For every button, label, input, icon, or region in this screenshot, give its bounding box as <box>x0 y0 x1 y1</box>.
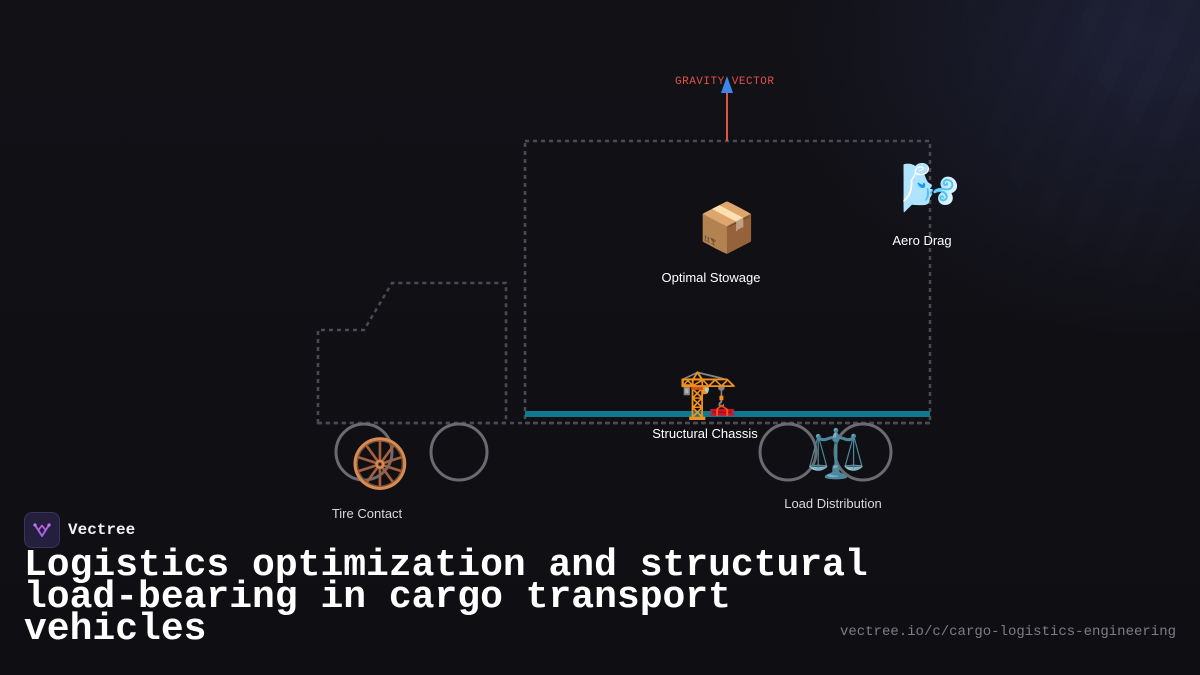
truck-cab-outline <box>316 281 508 425</box>
wheel-rear-2 <box>833 422 893 482</box>
package-icon: 📦 <box>697 200 757 256</box>
crane-icon: 🏗️ <box>678 366 738 422</box>
tire-contact-label: Tire Contact <box>331 506 403 521</box>
wind-icon: 🌬️ <box>900 160 960 216</box>
brand-name: Vectree <box>68 521 136 539</box>
vectree-logo-icon <box>24 512 60 548</box>
balance-scale-icon: ⚖️ <box>806 426 866 482</box>
wheel-front-1 <box>334 422 394 482</box>
background-rays <box>780 0 1200 520</box>
gravity-vector-label: GRAVITY VECTOR <box>675 76 775 88</box>
brand[interactable]: Vectree <box>24 512 135 548</box>
tire-icon: 🛞 <box>350 436 410 492</box>
page-url[interactable]: vectree.io/c/cargo-logistics-engineering <box>839 624 1176 640</box>
wheel-front-2 <box>429 422 489 482</box>
page-title: Logistics optimization and structural lo… <box>24 544 868 651</box>
structural-chassis-label: Structural Chassis <box>652 426 758 441</box>
gravity-vector-arrowhead <box>721 76 733 93</box>
aero-drag-label: Aero Drag <box>892 233 952 248</box>
optimal-stowage-label: Optimal Stowage <box>661 270 761 285</box>
wheel-rear-1 <box>758 422 818 482</box>
load-distribution-label: Load Distribution <box>784 496 882 511</box>
chassis-bar <box>525 411 930 417</box>
